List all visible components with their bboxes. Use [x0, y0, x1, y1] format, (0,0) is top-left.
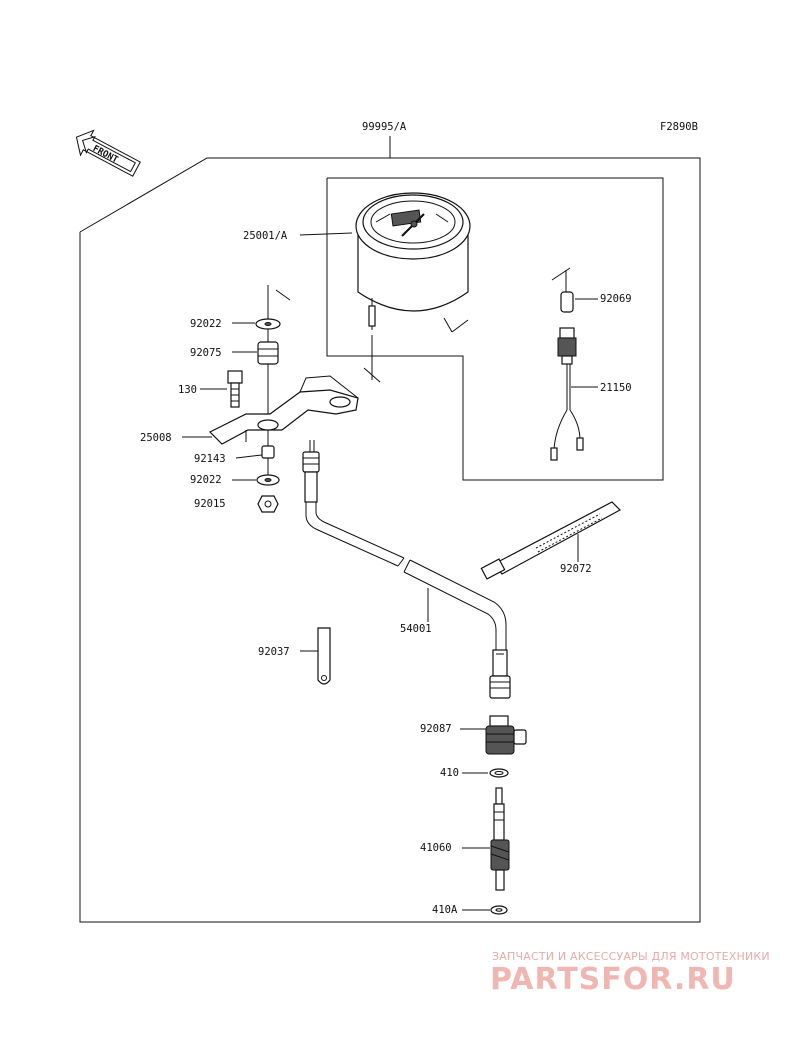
washer-bottom-part-label: 92022	[190, 474, 222, 486]
lamp-socket	[551, 267, 574, 313]
collar-part-label: 92143	[194, 453, 226, 465]
gear-housing	[485, 715, 527, 755]
meter-part-label: 25001/A	[243, 230, 288, 242]
bolt-part-label: 130	[178, 384, 197, 396]
washer-hole	[264, 322, 272, 326]
nut-part-label: 92015	[194, 498, 226, 510]
washer-hole	[264, 478, 272, 482]
band-part-label: 92072	[560, 563, 592, 575]
wiring-part-label: 21150	[600, 382, 632, 394]
cable-clamp	[317, 627, 331, 685]
gear-washer-hole	[495, 908, 503, 912]
cable-tie-band	[480, 501, 621, 580]
diagram-code: F2890B	[660, 121, 698, 133]
clamp-part-label: 92037	[258, 646, 290, 658]
wiring-harness	[550, 327, 584, 461]
washer-gear-part-label: 410A	[432, 904, 458, 916]
meter-bracket	[208, 375, 359, 445]
assembly-boundary	[79, 157, 701, 923]
o-ring	[489, 768, 509, 778]
oring-part-label: 410	[440, 767, 459, 779]
break-mark	[443, 317, 453, 333]
cable-part-label: 54001	[400, 623, 432, 635]
rubber-damper	[257, 341, 279, 365]
damper-part-label: 92075	[190, 347, 222, 359]
watermark-logo: PARTSFOR.RU	[490, 962, 736, 997]
socket-part-label: 92069	[600, 293, 632, 305]
break-mark	[451, 319, 469, 333]
collar	[261, 445, 275, 459]
o-ring-hole	[494, 771, 504, 775]
housing-part-label: 92087	[420, 723, 452, 735]
meter-leader	[299, 232, 353, 236]
break-mark	[363, 367, 381, 383]
gear-part-label: 41060	[420, 842, 452, 854]
bolt	[227, 370, 243, 408]
speedometer-meter	[355, 192, 471, 330]
watermark-subtitle: ЗАПЧАСТИ И АКСЕССУАРЫ ДЛЯ МОТОТЕХНИКИ	[492, 950, 770, 963]
nut	[257, 495, 279, 513]
speedometer-cable	[302, 440, 511, 699]
front-arrow-icon: FRONT	[75, 129, 141, 177]
drive-gear	[490, 787, 510, 891]
assembly-number-label: 99995/A	[362, 121, 407, 133]
gear-washer	[490, 905, 508, 915]
break-mark	[275, 289, 291, 301]
meter-subassembly-boundary	[326, 177, 664, 481]
collar-leader	[235, 454, 263, 459]
washer-top-part-label: 92022	[190, 318, 222, 330]
bracket-part-label: 25008	[140, 432, 172, 444]
